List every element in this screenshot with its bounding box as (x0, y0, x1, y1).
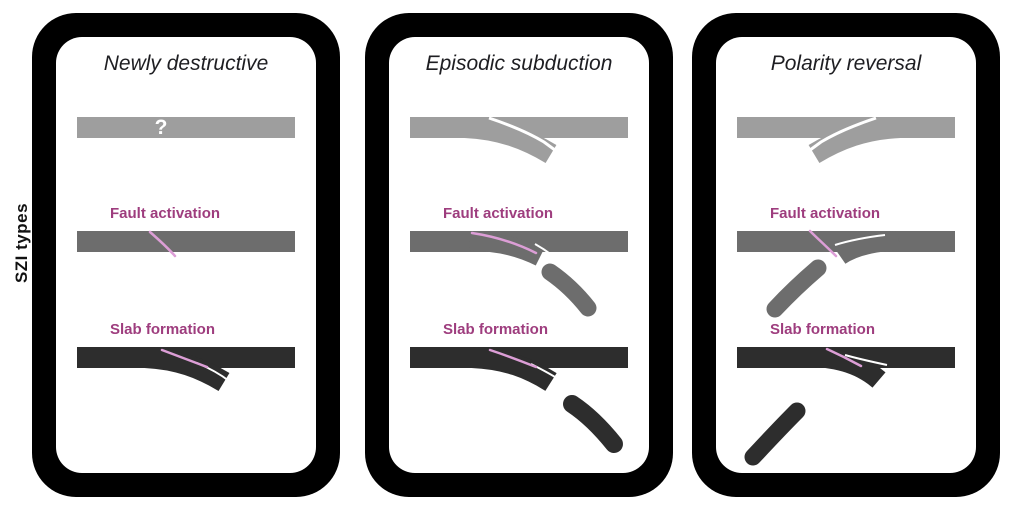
detached-slab (744, 402, 806, 466)
diagram-slab-formation (737, 347, 955, 466)
question-mark: ? (155, 116, 168, 139)
plate-bar (77, 231, 295, 252)
plate-gap (488, 116, 560, 155)
diagram-fault-activation (77, 230, 295, 258)
subducting-slab (787, 347, 886, 388)
panel-title: Newly destructive (103, 52, 269, 75)
panel-polarity-reversal: Polarity reversal Fault activation Slab … (692, 13, 1000, 497)
stage-label-fault-activation: Fault activation (110, 205, 221, 222)
subducting-slab (91, 347, 230, 392)
fault-line (808, 229, 838, 258)
diagram-slab-formation (410, 347, 628, 453)
stage-label-fault-activation: Fault activation (443, 205, 554, 222)
panel-newly-destructive-inner: Newly destructive ? Fault activation Sla… (56, 37, 316, 473)
fault-line (160, 348, 209, 369)
plate-gap (534, 243, 559, 261)
diagram-slab-formation (77, 347, 295, 392)
figure-side-label: SZI types (12, 202, 31, 284)
subducting-slab (422, 117, 557, 164)
fault-line (148, 230, 177, 258)
diagram-fault-activation (737, 229, 955, 318)
detached-slab (541, 263, 597, 317)
subducting-slab (469, 231, 545, 266)
subducting-slab (834, 231, 900, 265)
plate-gap (805, 116, 877, 155)
panel-title: Polarity reversal (770, 52, 922, 75)
stage-label-fault-activation: Fault activation (770, 205, 881, 222)
diagram-initial-stage (737, 116, 955, 164)
diagram-initial-stage: ? (77, 116, 295, 139)
panel-newly-destructive: Newly destructive ? Fault activation Sla… (32, 13, 340, 497)
panel-polarity-reversal-inner: Polarity reversal Fault activation Slab … (716, 37, 976, 473)
subducting-slab (424, 347, 557, 391)
panel-episodic-subduction-inner: Episodic subduction Fault activation Sla… (389, 37, 649, 473)
fault-line (470, 231, 538, 255)
fault-line (825, 347, 863, 368)
subducting-slab (808, 117, 943, 164)
diagram-initial-stage (410, 116, 628, 164)
plate-bar (77, 117, 295, 138)
stage-label-slab-formation: Slab formation (443, 321, 549, 338)
detached-slab (766, 259, 827, 318)
stage-label-slab-formation: Slab formation (770, 321, 876, 338)
detached-slab (563, 395, 623, 453)
fault-line (488, 348, 538, 369)
plate-gap (844, 354, 888, 366)
panel-episodic-subduction: Episodic subduction Fault activation Sla… (365, 13, 673, 497)
diagram-fault-activation (410, 231, 628, 317)
stage-label-slab-formation: Slab formation (110, 321, 216, 338)
plate-gap (834, 234, 886, 246)
panel-title: Episodic subduction (425, 52, 613, 75)
